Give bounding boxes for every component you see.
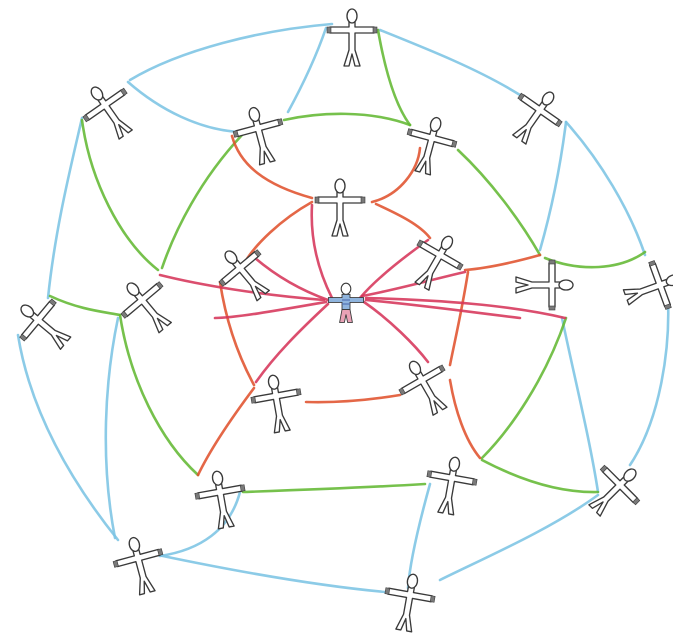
middle-link: [162, 135, 242, 268]
outer-link: [408, 484, 430, 588]
person-figure: [228, 101, 291, 169]
inner-link: [376, 204, 430, 238]
outer-link: [130, 24, 332, 80]
outer-link: [566, 122, 645, 255]
outer-link: [380, 30, 520, 95]
outer-link: [48, 118, 82, 298]
person-figure: [6, 287, 82, 362]
person-figure: [516, 260, 573, 310]
spoke-link: [215, 302, 326, 318]
person-figure: [400, 224, 472, 298]
outer-link: [128, 82, 240, 132]
inner-link: [306, 395, 400, 402]
middle-link: [482, 460, 598, 492]
spoke-link: [312, 205, 332, 298]
center-person: [328, 283, 363, 322]
inner-link: [450, 380, 480, 458]
person-figure: [72, 73, 146, 148]
middle-link: [482, 318, 566, 458]
middle-link: [545, 252, 645, 267]
spoke-link: [256, 304, 328, 382]
middle-link: [378, 30, 410, 125]
inner-link: [450, 272, 468, 365]
middle-ring-connections: [50, 30, 645, 492]
outer-link: [540, 122, 566, 250]
spoke-link: [366, 298, 565, 318]
middle-link: [120, 315, 198, 475]
outer-link: [562, 318, 598, 492]
outer-link: [18, 335, 118, 540]
spoke-link: [362, 272, 465, 296]
person-figure: [379, 570, 438, 635]
middle-link: [50, 296, 120, 315]
inner-link: [198, 388, 254, 475]
middle-link: [284, 114, 410, 125]
people: [6, 9, 673, 635]
outer-link: [630, 300, 668, 465]
inner-link: [465, 255, 540, 270]
outer-link: [440, 495, 598, 580]
person-figure: [327, 9, 377, 66]
person-figure: [207, 236, 282, 312]
person-figure: [192, 467, 251, 532]
outer-link: [106, 318, 118, 538]
inner-link: [220, 282, 254, 385]
inner-link: [232, 136, 312, 198]
person-figure: [618, 254, 673, 320]
middle-link: [82, 120, 158, 270]
spoke-link: [364, 302, 428, 362]
outer-link: [288, 28, 326, 112]
person-figure: [315, 179, 365, 236]
person-figure: [577, 452, 653, 528]
outer-link: [158, 555, 385, 592]
person-figure: [108, 531, 171, 599]
inner-link: [372, 148, 420, 202]
middle-link: [243, 484, 425, 492]
middle-link: [458, 150, 540, 255]
